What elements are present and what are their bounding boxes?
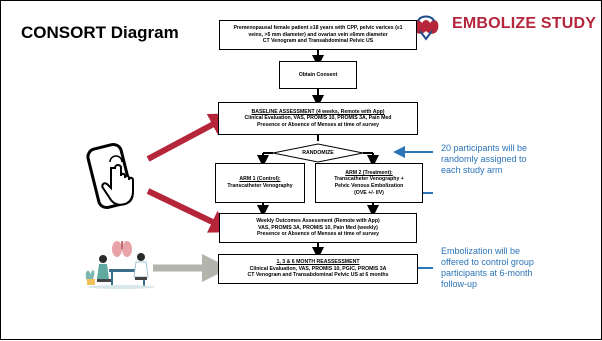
smartphone-touch-icon	[86, 142, 134, 210]
weekly-line-2: Presence or Absence of Menses at time of…	[256, 231, 380, 238]
arm1-line-1: Transcatheter Venography	[227, 183, 293, 189]
arm2-line-3: (OVE +/- IIV)	[354, 189, 384, 196]
randomize-note-line-3: each study arm	[441, 165, 503, 175]
weekly-line-1: VAS, PROMIS 3A, PROMIS 10, Pain Med (wee…	[258, 224, 378, 231]
eligibility-line-1: Premenopausal female patient ≥18 years w…	[233, 25, 403, 32]
baseline-line-2: Presence or Absence of Menses at time of…	[256, 121, 380, 128]
embolization-note-line-2: offered to control group	[441, 257, 534, 267]
embolization-note: Embolization will be offered to control …	[441, 246, 534, 290]
eligibility-box: Premenopausal female patient ≥18 years w…	[219, 20, 417, 50]
arm2-box: ARM 2 (Treatment): Transcatheter Venogra…	[315, 163, 423, 203]
randomize-note-line-1: 20 participants will be	[441, 143, 528, 153]
embolization-note-line-4: follow-up	[441, 279, 478, 289]
baseline-box: BASELINE ASSESSMENT (4 weeks, Remote wit…	[218, 102, 418, 135]
baseline-line-1: Clinical Evaluation, VAS, PROMIS 10, PRO…	[244, 115, 392, 122]
embolization-note-line-1: Embolization will be	[441, 246, 521, 256]
reassess-heading: 1, 3 & 6 MONTH REASSESSMENT	[276, 259, 360, 266]
logo-text: EMBOLIZE STUDY	[452, 15, 597, 32]
arm2-line-2: Pelvic Venous Embolization	[334, 183, 404, 189]
arm1-heading: ARM 1 (Control):	[239, 176, 281, 183]
randomize-label-box: RANDOMIZE	[291, 149, 345, 158]
reassess-line-2: CT Venogram and Transabdominal Pelvic US…	[247, 272, 389, 279]
randomize-label: RANDOMIZE	[302, 150, 334, 157]
weekly-heading: Weekly Outcomes Assessment (Remote with …	[256, 218, 380, 225]
arm1-box: ARM 1 (Control): Transcatheter Venograph…	[215, 163, 305, 203]
weekly-box: Weekly Outcomes Assessment (Remote with …	[219, 213, 417, 243]
red-arrow-to-baseline	[146, 113, 234, 162]
consent-box: Obtain Consent	[279, 61, 357, 89]
reassess-line-1: Clinical Evaluation, VAS, PROMIS 10, PGI…	[249, 265, 387, 272]
arm2-heading: ARM 2 (Treatment):	[345, 169, 393, 176]
arm2-line-1: Transcatheter Venography +	[334, 176, 404, 183]
randomize-note-line-2: randomly assigned to	[441, 154, 527, 164]
randomize-note: 20 participants will be randomly assigne…	[441, 143, 527, 176]
red-arrow-to-weekly	[146, 188, 234, 233]
reassess-box: 1, 3 & 6 MONTH REASSESSMENT Clinical Eva…	[218, 254, 418, 284]
clinic-consultation-illustration	[85, 241, 155, 289]
pelvis-anatomy-icon	[413, 15, 439, 41]
embolization-note-line-3: participants at 6-month	[441, 268, 533, 278]
eligibility-line-3: CT Venogram and Transabdominal Pelvic US	[262, 38, 374, 45]
consent-label: Obtain Consent	[298, 71, 338, 78]
page-title: CONSORT Diagram	[21, 23, 179, 42]
eligibility-line-2: veins, >5 mm diameter) and ovarian vein …	[248, 31, 388, 38]
baseline-heading: BASELINE ASSESSMENT (4 weeks, Remote wit…	[251, 108, 385, 115]
